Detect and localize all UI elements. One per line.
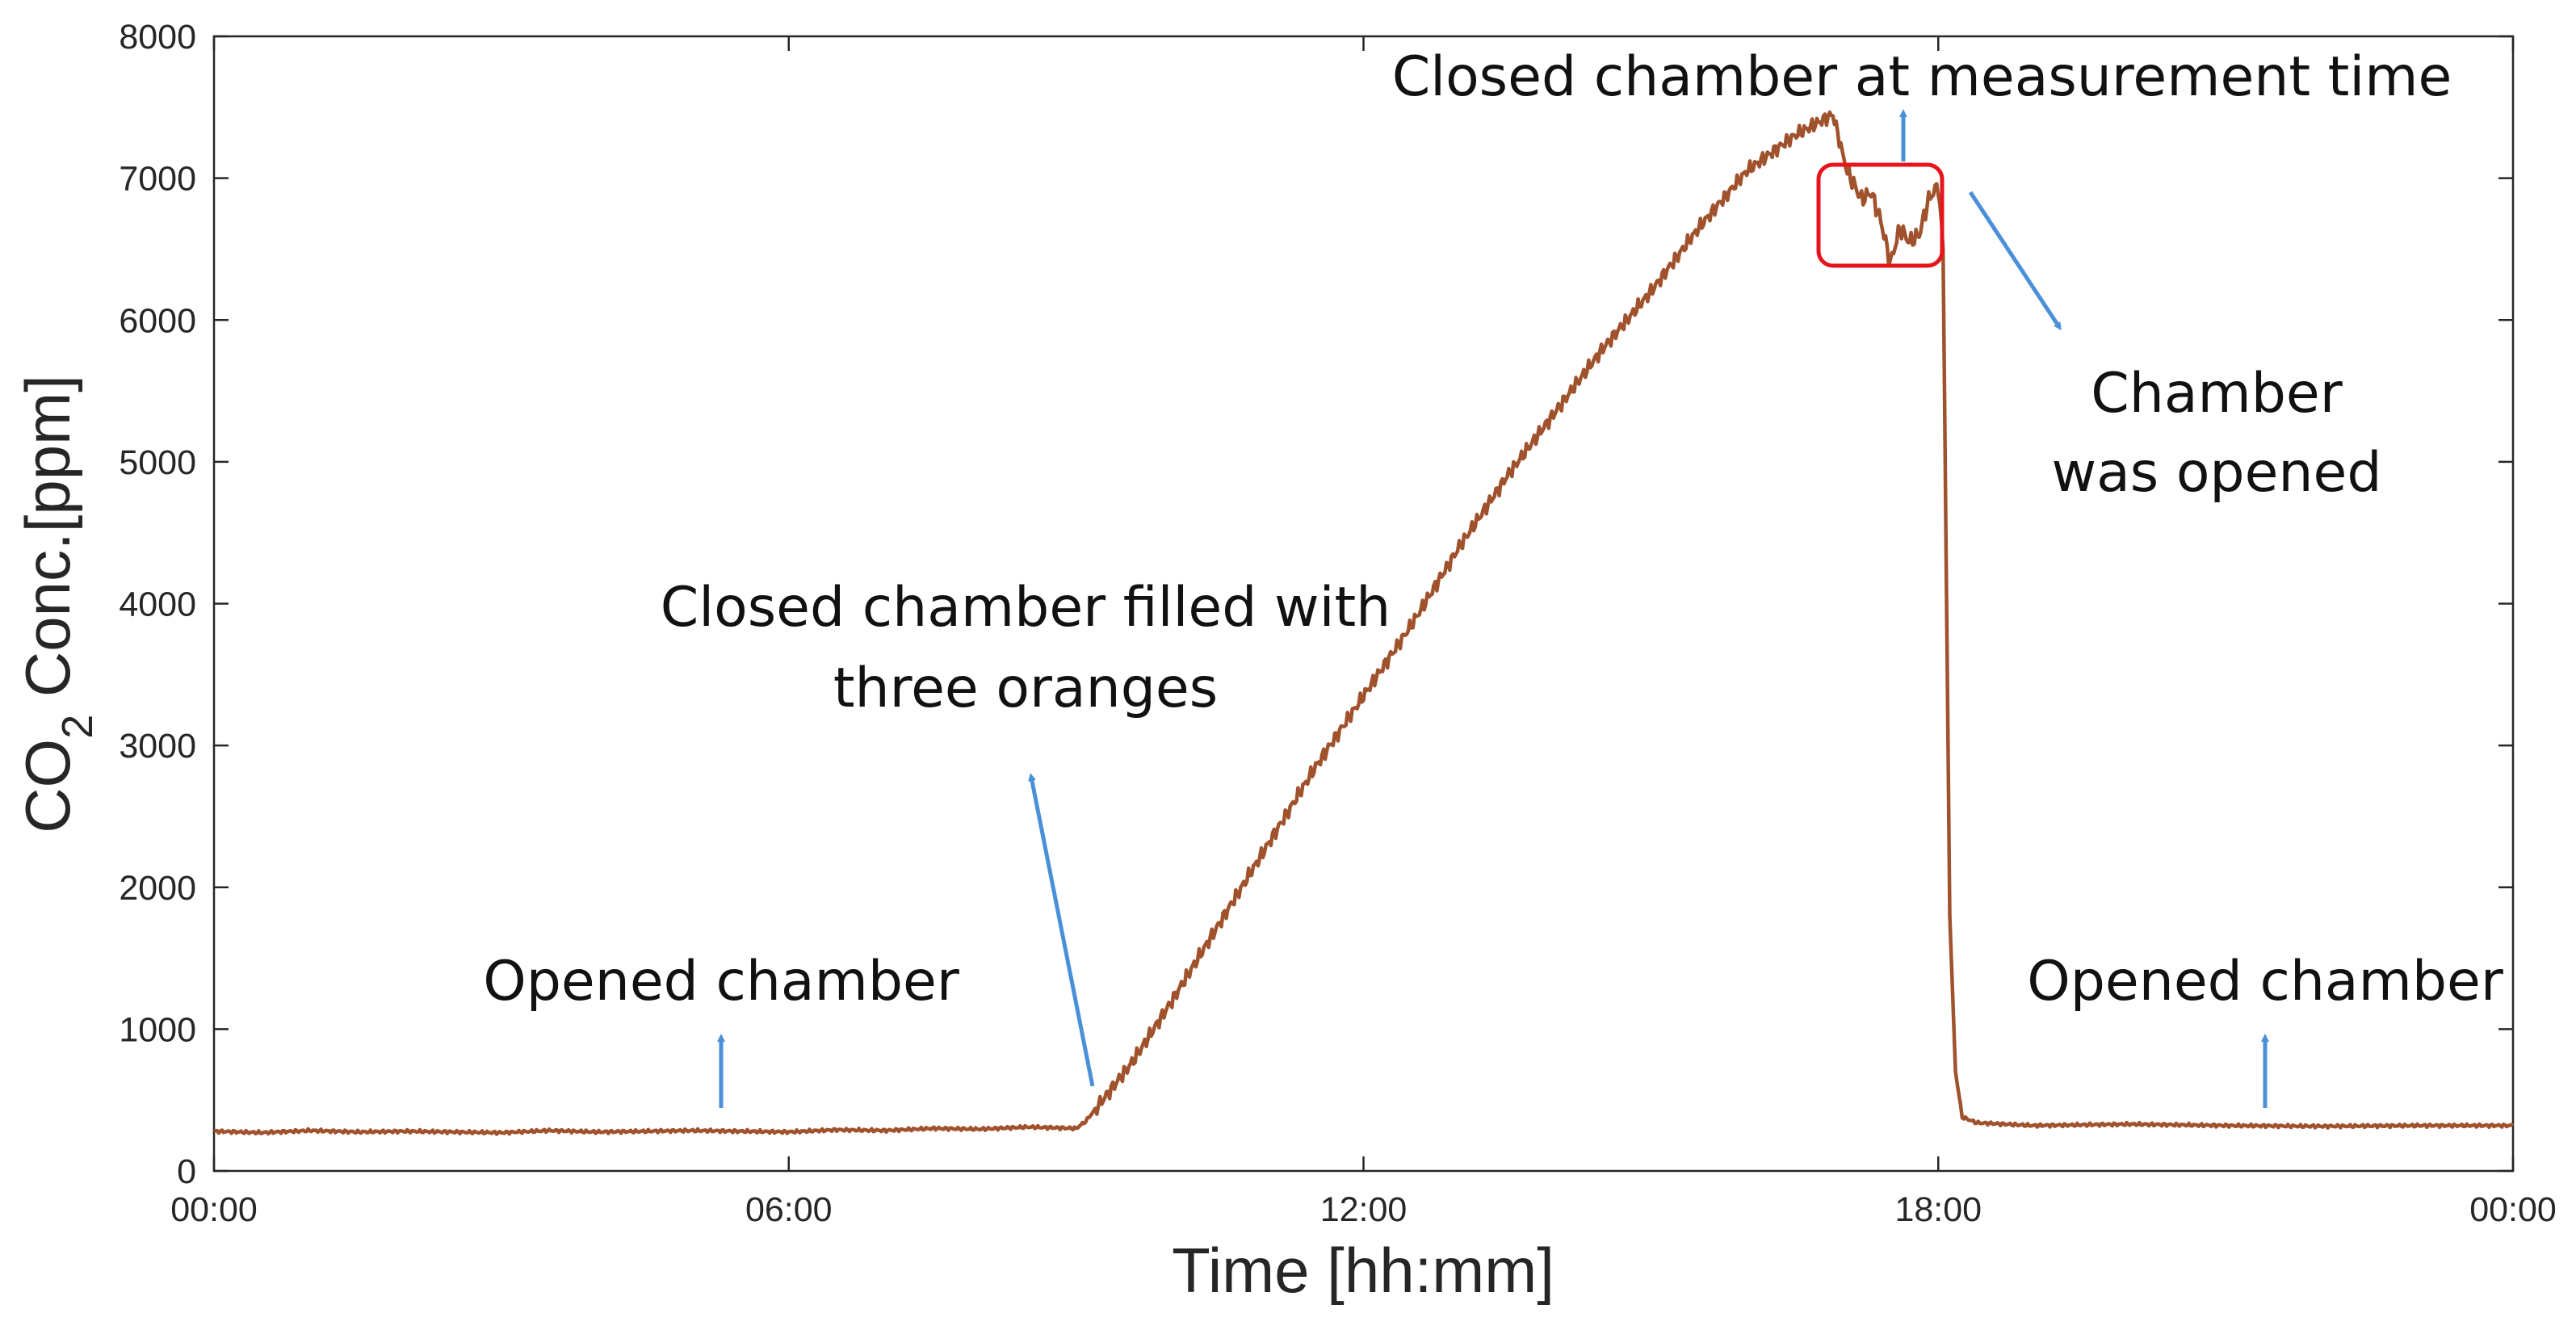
y-tick-label: 5000: [119, 443, 196, 482]
measurement-highlight-box: [1816, 162, 1945, 268]
annotation-filled-line2: three oranges: [833, 657, 1218, 720]
y-tick-label: 1000: [119, 1010, 196, 1049]
annotation-was-opened-line1: Chamber: [2091, 362, 2342, 426]
annotation-opened-chamber-right: Opened chamber: [2027, 950, 2503, 1013]
arrow-chamber-filled: [1028, 773, 1095, 1087]
y-tick-label: 6000: [119, 301, 196, 340]
annotation-opened-chamber-left: Opened chamber: [483, 950, 959, 1013]
annotation-filled-line1: Closed chamber filled with: [661, 576, 1391, 640]
x-tick-label: 06:00: [745, 1190, 833, 1229]
x-tick-label: 12:00: [1320, 1190, 1408, 1229]
y-tick-label: 7000: [119, 160, 196, 199]
co2-series-line: [213, 110, 2515, 1136]
y-tick-label: 4000: [119, 585, 196, 624]
x-tick-label: 00:00: [2469, 1190, 2557, 1229]
y-tick-label: 2000: [119, 869, 196, 908]
x-tick-label: 00:00: [170, 1190, 258, 1229]
y-tick-label: 8000: [119, 18, 196, 57]
annotation-measurement-time: Closed chamber at measurement time: [1392, 45, 2452, 109]
y-axis-title: CO2 Conc.[ppm]: [12, 375, 102, 833]
plot-area: [212, 35, 2515, 1173]
y-axis-ticks: 0 1000 2000 3000 4000 5000 6000 7000 8000: [119, 18, 2513, 1191]
x-tick-label: 18:00: [1894, 1190, 1982, 1229]
x-axis-ticks: 00:00 06:00 12:00 18:00 00:00: [170, 36, 2557, 1229]
y-tick-label: 3000: [119, 727, 196, 766]
y-tick-label: 0: [177, 1152, 196, 1191]
annotation-was-opened-line2: was opened: [2051, 441, 2381, 505]
x-axis-title: Time [hh:mm]: [1172, 1235, 1554, 1306]
arrow-chamber-was-opened: [1968, 191, 2062, 331]
